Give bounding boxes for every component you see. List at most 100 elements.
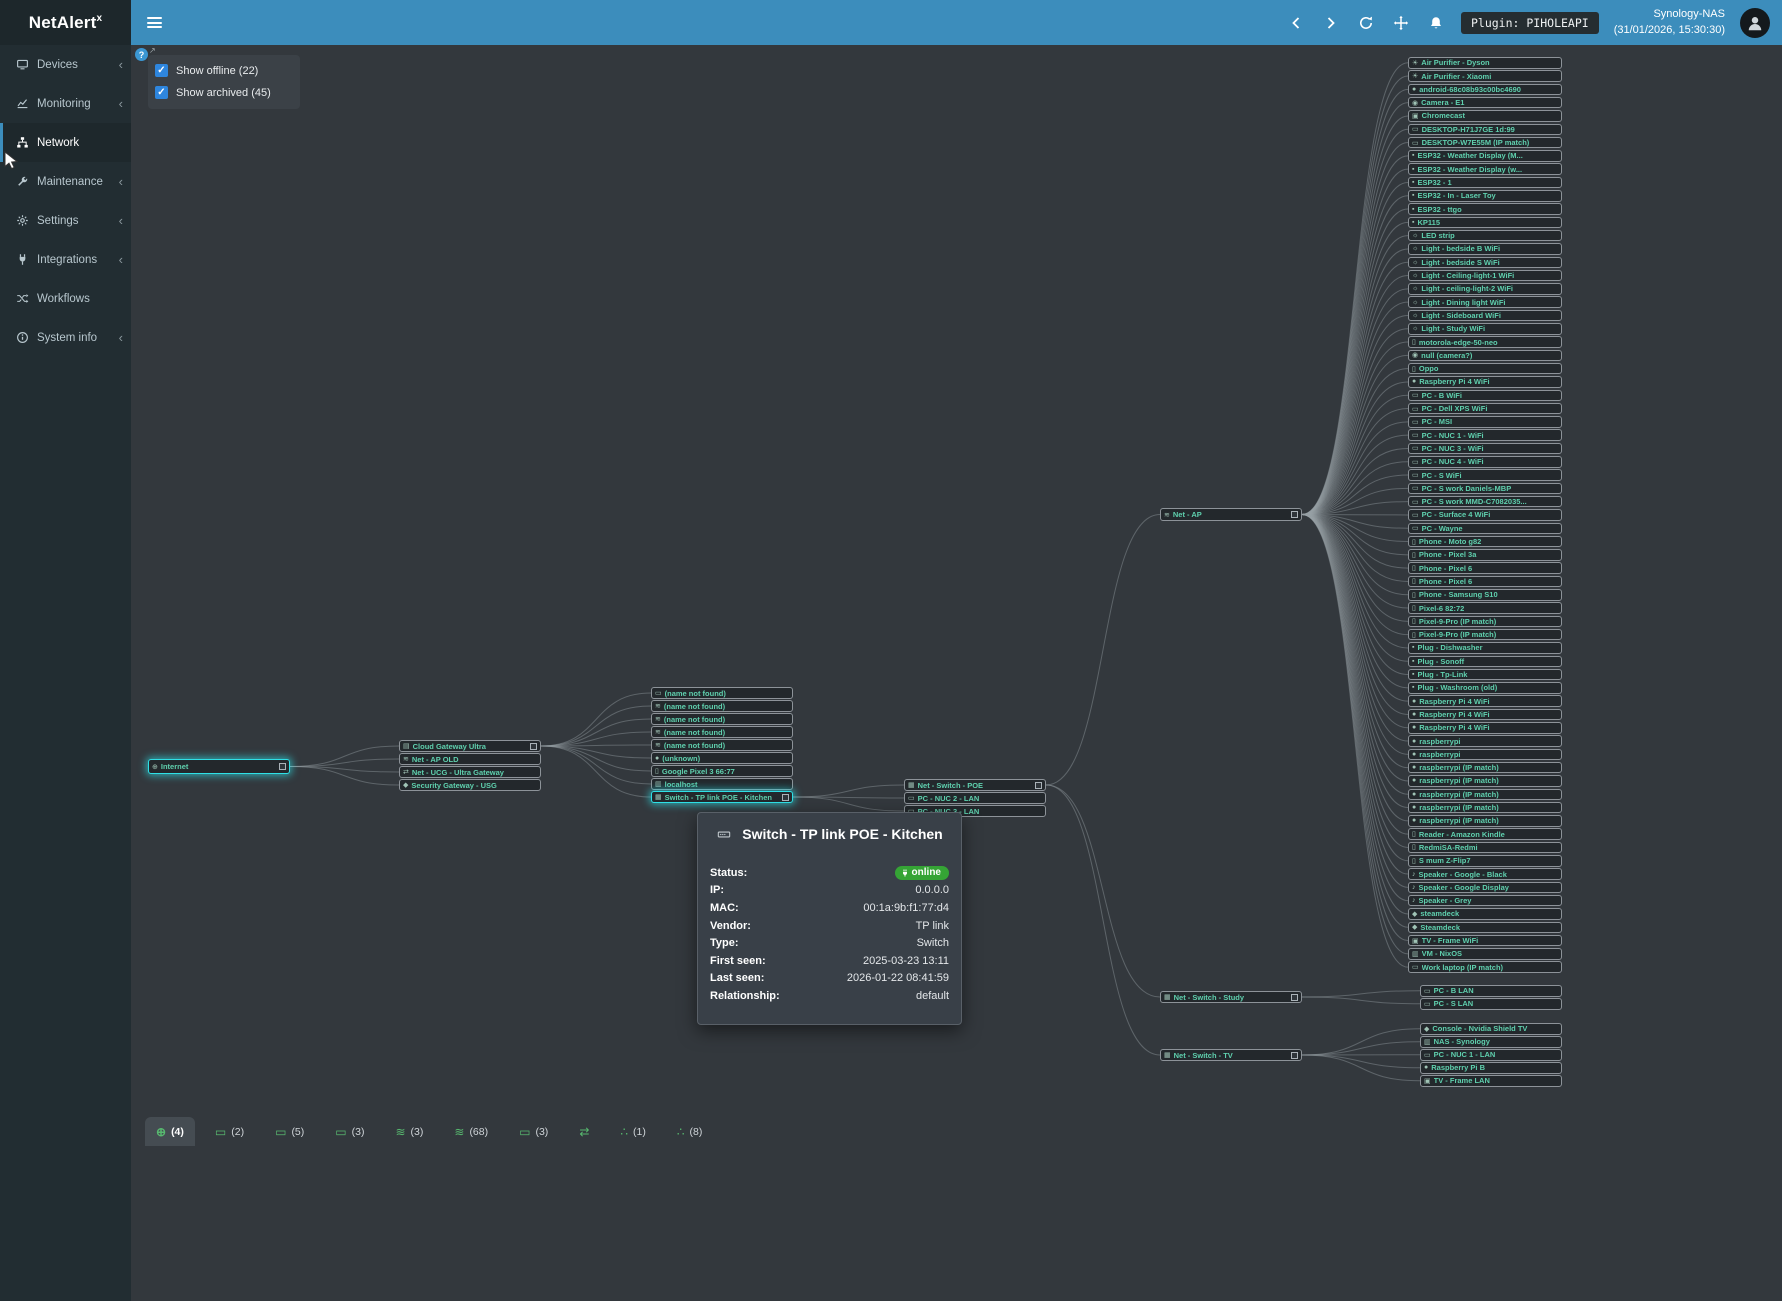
network-node[interactable]: ▥VM - NixOS (1408, 948, 1562, 960)
device-filter-tab[interactable]: ≋(3) (384, 1117, 434, 1146)
network-node[interactable]: ≋(name not found) (651, 739, 793, 751)
network-node[interactable]: ♪Speaker - Google Display (1408, 881, 1562, 894)
network-node[interactable]: ▭(name not found) (651, 687, 793, 699)
sidebar-item-maintenance[interactable]: Maintenance ‹ (0, 162, 131, 201)
network-node[interactable]: ▪ESP32 - In - Laser Toy (1408, 190, 1562, 202)
network-node[interactable]: ▭PC - NUC 2 - LAN (904, 792, 1046, 804)
network-node[interactable]: ☼Light - Dining light WiFi (1408, 296, 1562, 308)
checkbox-checked-icon[interactable]: ✓ (155, 64, 168, 77)
network-node[interactable]: ◆steamdeck (1408, 908, 1562, 920)
back-arrow-icon[interactable] (1286, 13, 1306, 33)
device-filter-tab[interactable]: ▭(3) (324, 1117, 375, 1146)
network-node[interactable]: ▭PC - S work Daniels-MBP (1408, 482, 1562, 495)
device-filter-tab[interactable]: ⊕(4) (145, 1117, 195, 1146)
network-node[interactable]: ▯Pixel-9-Pro (IP match) (1408, 628, 1562, 641)
device-filter-tab[interactable]: ⇄ (568, 1117, 600, 1146)
network-node[interactable]: ♪Speaker - Google - Black (1408, 868, 1562, 880)
network-node[interactable]: ☀Air Purifier - Xiaomi (1408, 70, 1562, 82)
sidebar-toggle-button[interactable] (131, 0, 177, 45)
node-expander-box[interactable] (1291, 511, 1298, 518)
network-node[interactable]: ♪Speaker - Grey (1408, 894, 1562, 907)
network-node[interactable]: ☼Light - ceiling-light-2 WiFi (1408, 283, 1562, 295)
network-node[interactable]: ●raspberrypi (1408, 735, 1562, 747)
network-node[interactable]: ▭PC - S work MMD-C7082035... (1408, 495, 1562, 508)
network-node[interactable]: ▭PC - B LAN (1420, 985, 1562, 997)
network-node[interactable]: ☼Light - bedside S WiFi (1408, 256, 1562, 268)
network-node[interactable]: ▭PC - S WiFi (1408, 469, 1562, 481)
network-node[interactable]: ▪KP115 (1408, 216, 1562, 229)
network-node[interactable]: ▥localhost (651, 778, 793, 790)
network-node[interactable]: ●raspberrypi (IP match) (1408, 788, 1562, 800)
network-node[interactable]: ▭PC - Dell XPS WiFi (1408, 402, 1562, 415)
network-node[interactable]: ▭Work laptop (IP match) (1408, 961, 1562, 973)
network-node[interactable]: ▣TV - Frame WiFi (1408, 934, 1562, 947)
network-node[interactable]: ▭PC - Wayne (1408, 522, 1562, 534)
network-node[interactable]: ≋(name not found) (651, 726, 793, 738)
network-node[interactable]: ◆Security Gateway - USG (399, 779, 541, 791)
network-node[interactable]: ◆Console - Nvidia Shield TV (1420, 1023, 1562, 1035)
network-node[interactable]: ▭PC - NUC 3 - WiFi (1408, 442, 1562, 455)
refresh-icon[interactable] (1356, 13, 1376, 33)
network-node[interactable]: ⇄Net - UCG - Ultra Gateway (399, 766, 541, 778)
sidebar-item-system-info[interactable]: System info ‹ (0, 318, 131, 357)
network-node[interactable]: ▭PC - MSI (1408, 416, 1562, 428)
network-node[interactable]: ▯Phone - Moto g82 (1408, 535, 1562, 548)
network-node[interactable]: ▯Phone - Pixel 3a (1408, 549, 1562, 561)
network-node[interactable]: ●raspberrypi (IP match) (1408, 775, 1562, 787)
network-node[interactable]: ▯Phone - Samsung S10 (1408, 589, 1562, 601)
sidebar-item-integrations[interactable]: Integrations ‹ (0, 240, 131, 279)
device-filter-tab[interactable]: ≋(68) (443, 1117, 499, 1146)
network-node[interactable]: ≋Net - AP (1160, 508, 1302, 521)
network-node[interactable]: ☼Light - Ceiling-light-1 WiFi (1408, 269, 1562, 282)
network-node[interactable]: ▣Chromecast (1408, 110, 1562, 122)
forward-arrow-icon[interactable] (1321, 13, 1341, 33)
network-node[interactable]: ▪ESP32 - Weather Display (M... (1408, 150, 1562, 162)
network-node[interactable]: ☼Light - Sideboard WiFi (1408, 309, 1562, 322)
network-node[interactable]: ●Raspberry Pi 4 WiFi (1408, 376, 1562, 388)
network-node[interactable]: ▤Cloud Gateway Ultra (399, 740, 541, 752)
network-node[interactable]: ▪ESP32 - ttgo (1408, 203, 1562, 215)
device-filter-tab[interactable]: ∴(8) (666, 1117, 713, 1146)
sidebar-item-devices[interactable]: Devices ‹ (0, 45, 131, 84)
node-expander-box[interactable] (530, 742, 537, 750)
help-icon[interactable]: ? (135, 48, 148, 61)
network-node[interactable]: ▪ESP32 - Weather Display (w... (1408, 163, 1562, 175)
node-expander-box[interactable] (1291, 993, 1298, 1001)
fit-view-icon[interactable] (1391, 13, 1411, 33)
network-node[interactable]: ●raspberrypi (IP match) (1408, 815, 1562, 827)
network-node[interactable]: ●raspberrypi (1408, 748, 1562, 761)
network-node[interactable]: ▪Plug - Washroom (old) (1408, 682, 1562, 694)
network-node[interactable]: ▪Plug - Sonoff (1408, 655, 1562, 667)
network-node[interactable]: ▪Plug - Dishwasher (1408, 642, 1562, 654)
network-node[interactable]: ▯Google Pixel 3 66:77 (651, 765, 793, 777)
device-filter-tab[interactable]: ▭(2) (204, 1117, 255, 1146)
network-node[interactable]: ●Raspberry Pi 4 WiFi (1408, 708, 1562, 721)
network-node[interactable]: ◉null (camera?) (1408, 349, 1562, 362)
network-node[interactable]: ▭PC - S LAN (1420, 998, 1562, 1010)
network-node[interactable]: ≋(name not found) (651, 700, 793, 712)
network-node[interactable]: ▭PC - NUC 1 - LAN (1420, 1049, 1562, 1061)
network-node[interactable]: ●android-68c08b93c00bc4690 (1408, 83, 1562, 96)
device-filter-tab[interactable]: ▭(5) (264, 1117, 315, 1146)
network-node[interactable]: ☀Air Purifier - Dyson (1408, 57, 1562, 69)
device-filter-tab[interactable]: ▭(3) (508, 1117, 559, 1146)
network-node[interactable]: ⊕Internet (148, 759, 290, 774)
network-node[interactable]: ▯Phone - Pixel 6 (1408, 562, 1562, 574)
network-node[interactable]: ●raspberrypi (IP match) (1408, 761, 1562, 774)
network-node[interactable]: ▭DESKTOP-H71J7GE 1d:99 (1408, 123, 1562, 135)
node-expander-box[interactable] (782, 793, 789, 801)
network-node[interactable]: ●Raspberry Pi B (1420, 1062, 1562, 1074)
node-expander-box[interactable] (1035, 781, 1042, 789)
network-node[interactable]: ◆Steamdeck (1408, 921, 1562, 933)
network-node[interactable]: ▯Reader - Amazon Kindle (1408, 828, 1562, 840)
network-node[interactable]: ▯Phone - Pixel 6 (1408, 575, 1562, 588)
network-node[interactable]: ▯motorola-edge-50-neo (1408, 336, 1562, 348)
network-node[interactable]: ☼Light - Study WiFi (1408, 323, 1562, 335)
network-node[interactable]: ●raspberrypi (IP match) (1408, 801, 1562, 814)
network-node[interactable]: ▯S mum Z-Flip7 (1408, 855, 1562, 867)
network-node[interactable]: ☼Light - bedside B WiFi (1408, 243, 1562, 255)
network-node[interactable]: ▦Switch - TP link POE - Kitchen (651, 791, 793, 803)
network-node[interactable]: ▥NAS - Synology (1420, 1036, 1562, 1048)
network-node[interactable]: ●Raspberry Pi 4 WiFi (1408, 722, 1562, 734)
node-expander-box[interactable] (279, 763, 286, 770)
